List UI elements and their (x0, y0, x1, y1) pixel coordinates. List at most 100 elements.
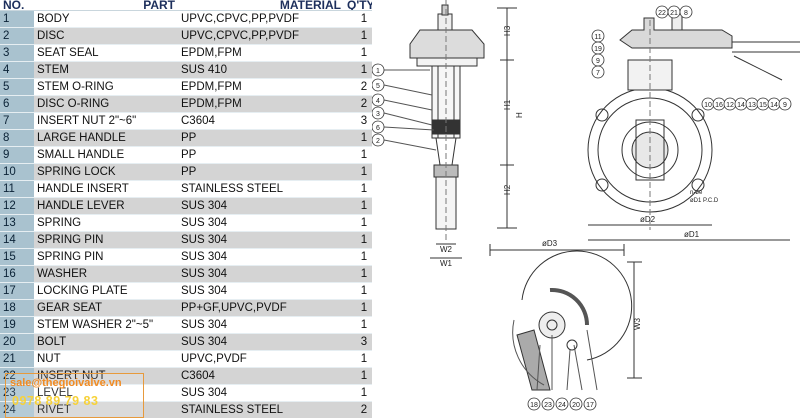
cell-material: SUS 410 (178, 61, 344, 79)
cell-part: STEM WASHER 2"~5" (34, 316, 178, 334)
cell-no: 5 (0, 78, 34, 96)
callout-label: 18 (530, 402, 538, 409)
callout-label: 11 (594, 34, 601, 41)
cell-part: SPRING PIN (34, 248, 178, 266)
cell-qty: 1 (344, 214, 372, 232)
cell-part: SPRING LOCK (34, 163, 178, 181)
plan-view (489, 244, 642, 391)
dim-h1: H1 (503, 99, 512, 110)
cell-part: SPRING PIN (34, 231, 178, 249)
callout-label: 7 (596, 70, 600, 77)
cell-part: LOCKING PLATE (34, 282, 178, 300)
cell-part: BOLT (34, 333, 178, 351)
cell-no: 18 (0, 299, 34, 317)
callout-21: 21 (667, 5, 681, 19)
cell-material: STAINLESS STEEL (178, 401, 344, 418)
cell-no: 19 (0, 316, 34, 334)
cell-material: SUS 304 (178, 197, 344, 215)
cell-material: C3604 (178, 367, 344, 385)
cell-no: 16 (0, 265, 34, 283)
cell-material: SUS 304 (178, 282, 344, 300)
callout-label: 23 (544, 402, 552, 409)
cell-no: 9 (0, 146, 34, 164)
callout-label: 22 (658, 10, 666, 17)
callout-label: 14 (770, 102, 778, 109)
cell-no: 14 (0, 231, 34, 249)
cell-material: PP (178, 129, 344, 147)
callout-label: 8 (684, 10, 688, 17)
cell-no: 13 (0, 214, 34, 232)
callout-label: 19 (594, 46, 602, 53)
callout-22: 22 (655, 5, 669, 19)
cell-material: EPDM,FPM (178, 44, 344, 62)
cell-qty: 1 (344, 248, 372, 266)
callout-24: 24 (555, 397, 569, 411)
cell-material: C3604 (178, 112, 344, 130)
cell-material: SUS 304 (178, 248, 344, 266)
callout-label: 9 (783, 102, 787, 109)
front-view (409, 0, 517, 259)
cell-qty: 1 (344, 367, 372, 385)
cell-material: SUS 304 (178, 384, 344, 402)
cell-part: WASHER (34, 265, 178, 283)
callout-14: 14 (734, 97, 748, 111)
callout-label: 1 (376, 68, 380, 75)
callout-label: 9 (596, 58, 600, 65)
callout-circle (679, 5, 693, 19)
cell-qty: 1 (344, 10, 372, 28)
cell-qty: 1 (344, 27, 372, 45)
callout-circle (372, 93, 385, 107)
callout-label: 15 (759, 102, 767, 109)
cell-qty: 1 (344, 180, 372, 198)
dim-h3: H3 (503, 25, 512, 36)
callout-23: 23 (541, 397, 555, 411)
valve-technical-drawing: H3 H1 H H2 W2 W1 øD2 øD1 øD1 P.C.D n-øe … (372, 0, 800, 411)
dim-d2: øD2 (640, 215, 656, 224)
cell-material: PP+GF,UPVC,PVDF (178, 299, 344, 317)
cell-no: 12 (0, 197, 34, 215)
cell-material: SUS 304 (178, 231, 344, 249)
cell-part: HANDLE INSERT (34, 180, 178, 198)
callout-circle (372, 133, 385, 147)
callout-circle (372, 63, 385, 77)
dim-d3: øD3 (542, 239, 558, 248)
cell-no: 7 (0, 112, 34, 130)
cell-qty: 2 (344, 95, 372, 113)
cell-qty: 1 (344, 129, 372, 147)
cell-part: SMALL HANDLE (34, 146, 178, 164)
cell-material: SUS 304 (178, 214, 344, 232)
callout-9: 9 (778, 97, 792, 111)
cell-qty: 1 (344, 146, 372, 164)
callout-3: 3 (372, 106, 385, 120)
cell-part: RIVET (34, 401, 178, 418)
side-view (587, 9, 800, 241)
cell-material: SUS 304 (178, 333, 344, 351)
header-qty: Q'TY (344, 0, 372, 11)
callout-label: 21 (670, 10, 678, 17)
cell-material: PP (178, 146, 344, 164)
cell-material: UPVC,CPVC,PP,PVDF (178, 10, 344, 28)
callout-6: 6 (372, 120, 385, 134)
dim-h2: H2 (503, 184, 512, 195)
contact-phone: 0978 89 79 83 (12, 394, 99, 408)
callout-11: 11 (591, 29, 605, 43)
cell-qty: 1 (344, 282, 372, 300)
cell-material: STAINLESS STEEL (178, 180, 344, 198)
dim-nhole: n-øe (690, 190, 703, 196)
callout-circle (541, 397, 555, 411)
cell-qty: 1 (344, 299, 372, 317)
cell-part: GEAR SEAT (34, 299, 178, 317)
callout-circle (372, 78, 385, 92)
